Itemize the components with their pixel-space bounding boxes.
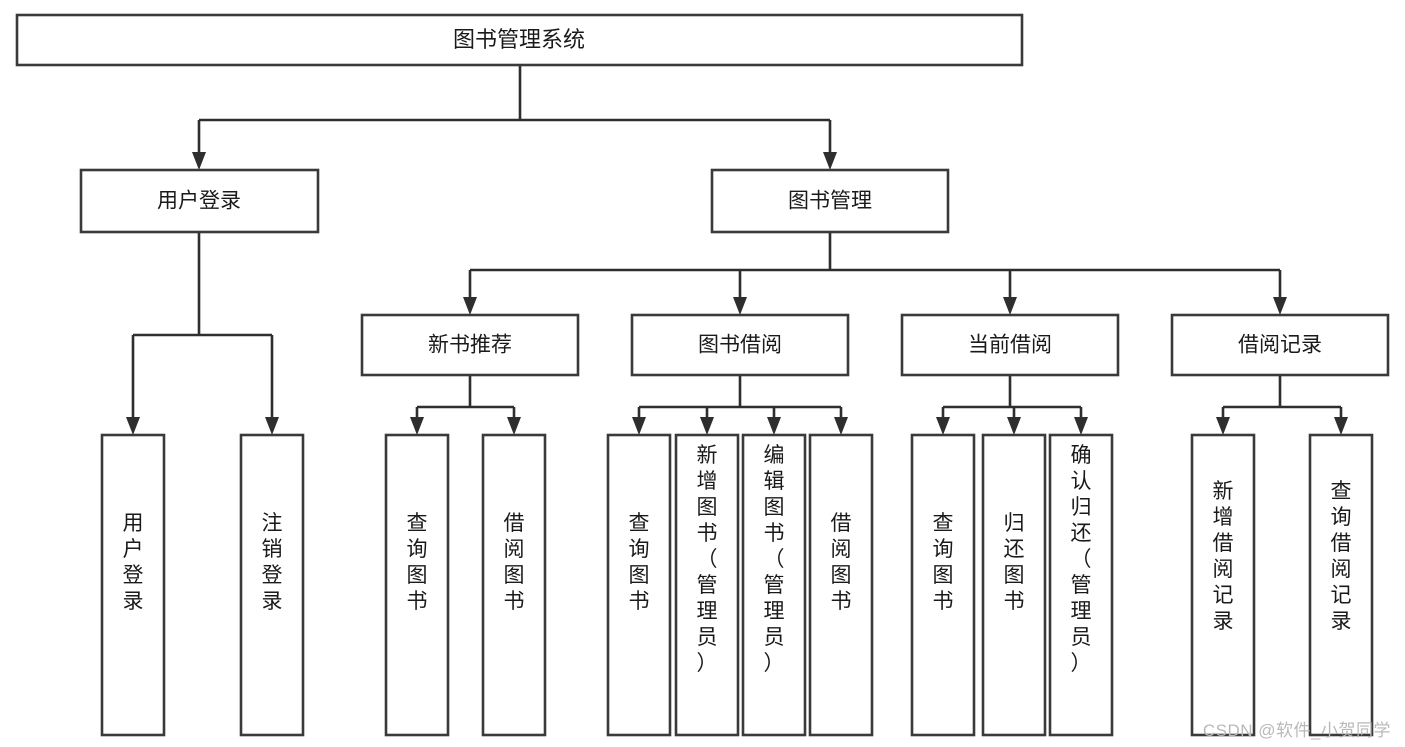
leaf-query-borrow-record-box[interactable] bbox=[1308, 433, 1374, 737]
arrowhead-leaf-query-book-a bbox=[410, 417, 424, 435]
leaf-add-borrow-record[interactable]: 新增借阅记录 bbox=[1190, 433, 1256, 737]
leaf-logout-label: 注销登录 bbox=[262, 512, 283, 613]
leaf-edit-book-admin[interactable]: 编辑图书（管理员） bbox=[741, 433, 807, 737]
arrowhead-leaf-query-book-b bbox=[632, 417, 646, 435]
arrowhead-to-current-borrow bbox=[1003, 297, 1017, 315]
leaf-query-book-recommend-label: 查询图书 bbox=[407, 512, 428, 613]
leaf-add-book-admin-box[interactable] bbox=[674, 433, 740, 737]
node-book-borrow[interactable]: 图书借阅 bbox=[630, 313, 850, 377]
leaf-confirm-return-admin-label: 确认归还（管理员） bbox=[1071, 444, 1092, 675]
node-user-login[interactable]: 用户登录 bbox=[79, 168, 320, 234]
arrowhead-to-book-mgmt bbox=[823, 152, 837, 170]
leaf-query-book-borrow-label: 查询图书 bbox=[629, 512, 650, 613]
arrowhead-to-book-borrow bbox=[733, 297, 747, 315]
leaf-add-book-admin[interactable]: 新增图书（管理员） bbox=[674, 433, 740, 737]
node-root[interactable]: 图书管理系统 bbox=[15, 13, 1024, 67]
connector-layer bbox=[126, 65, 1348, 435]
new-book-recommend-box[interactable] bbox=[360, 313, 580, 377]
leaf-query-book-recommend[interactable]: 查询图书 bbox=[384, 433, 450, 737]
leaf-borrow-book-box[interactable] bbox=[808, 433, 874, 737]
book-borrow-label: 图书借阅 bbox=[698, 334, 782, 357]
leaf-query-book-current-box[interactable] bbox=[910, 433, 976, 737]
leaf-add-borrow-record-box[interactable] bbox=[1190, 433, 1256, 737]
leaf-query-book-borrow[interactable]: 查询图书 bbox=[606, 433, 672, 737]
leaf-query-book-current[interactable]: 查询图书 bbox=[910, 433, 976, 737]
arrowhead-leaf-query-record bbox=[1334, 417, 1348, 435]
root-label: 图书管理系统 bbox=[453, 27, 585, 52]
leaf-return-book-box[interactable] bbox=[981, 433, 1047, 737]
arrowhead-leaf-borrow-book-a bbox=[507, 417, 521, 435]
node-new-book-recommend[interactable]: 新书推荐 bbox=[360, 313, 580, 377]
leaf-user-login-label: 用户登录 bbox=[123, 512, 144, 613]
book-borrow-box[interactable] bbox=[630, 313, 850, 377]
leaf-confirm-return-admin[interactable]: 确认归还（管理员） bbox=[1048, 433, 1114, 737]
arrowhead-leaf-query-book-c bbox=[936, 417, 950, 435]
arrowhead-leaf-confirm-return bbox=[1074, 417, 1088, 435]
current-borrow-label: 当前借阅 bbox=[968, 334, 1052, 357]
node-borrow-record[interactable]: 借阅记录 bbox=[1170, 313, 1390, 377]
leaf-add-borrow-record-label: 新增借阅记录 bbox=[1213, 480, 1234, 633]
leaf-query-book-current-label: 查询图书 bbox=[933, 512, 954, 613]
borrow-record-label: 借阅记录 bbox=[1238, 334, 1322, 357]
leaf-add-book-admin-label: 新增图书（管理员） bbox=[697, 444, 718, 675]
arrowhead-leaf-add-record bbox=[1216, 417, 1230, 435]
new-book-recommend-label: 新书推荐 bbox=[428, 334, 512, 357]
leaf-logout[interactable]: 注销登录 bbox=[239, 433, 305, 737]
user-login-box[interactable] bbox=[79, 168, 320, 234]
arrowhead-to-user-login bbox=[192, 152, 206, 170]
leaf-query-book-borrow-box[interactable] bbox=[606, 433, 672, 737]
leaf-borrow-book-recommend-label: 借阅图书 bbox=[504, 512, 525, 613]
leaf-borrow-book-recommend[interactable]: 借阅图书 bbox=[481, 433, 547, 737]
leaf-logout-box[interactable] bbox=[239, 433, 305, 737]
arrowhead-leaf-logout bbox=[265, 417, 279, 435]
leaf-nodes-layer: 用户登录 注销登录 查询图书 借阅图书 查询图书 新增图书（管理员） 编辑图书（… bbox=[100, 433, 1374, 737]
root-box[interactable] bbox=[15, 13, 1024, 67]
book-management-box[interactable] bbox=[710, 168, 950, 234]
leaf-return-book[interactable]: 归还图书 bbox=[981, 433, 1047, 737]
arrowhead-leaf-add-book bbox=[700, 417, 714, 435]
leaf-borrow-book[interactable]: 借阅图书 bbox=[808, 433, 874, 737]
leaf-query-borrow-record-label: 查询借阅记录 bbox=[1331, 480, 1352, 633]
leaf-edit-book-admin-box[interactable] bbox=[741, 433, 807, 737]
leaf-borrow-book-label: 借阅图书 bbox=[831, 512, 852, 613]
leaf-user-login[interactable]: 用户登录 bbox=[100, 433, 166, 737]
current-borrow-box[interactable] bbox=[900, 313, 1120, 377]
arrowhead-leaf-borrow-book-b bbox=[834, 417, 848, 435]
book-management-label: 图书管理 bbox=[788, 190, 872, 213]
arrowhead-to-borrow-record bbox=[1273, 297, 1287, 315]
arrowhead-leaf-user-login bbox=[126, 417, 140, 435]
leaf-confirm-return-admin-box[interactable] bbox=[1048, 433, 1114, 737]
arrowhead-to-new-book bbox=[463, 297, 477, 315]
leaf-return-book-label: 归还图书 bbox=[1004, 512, 1025, 613]
arrowhead-leaf-edit-book bbox=[767, 417, 781, 435]
leaf-borrow-book-recommend-box[interactable] bbox=[481, 433, 547, 737]
borrow-record-box[interactable] bbox=[1170, 313, 1390, 377]
arrowhead-leaf-return-book bbox=[1007, 417, 1021, 435]
user-login-label: 用户登录 bbox=[157, 190, 241, 213]
leaf-query-book-recommend-box[interactable] bbox=[384, 433, 450, 737]
node-current-borrow[interactable]: 当前借阅 bbox=[900, 313, 1120, 377]
leaf-edit-book-admin-label: 编辑图书（管理员） bbox=[764, 444, 785, 675]
node-book-management[interactable]: 图书管理 bbox=[710, 168, 950, 234]
leaf-user-login-box[interactable] bbox=[100, 433, 166, 737]
leaf-query-borrow-record[interactable]: 查询借阅记录 bbox=[1308, 433, 1374, 737]
